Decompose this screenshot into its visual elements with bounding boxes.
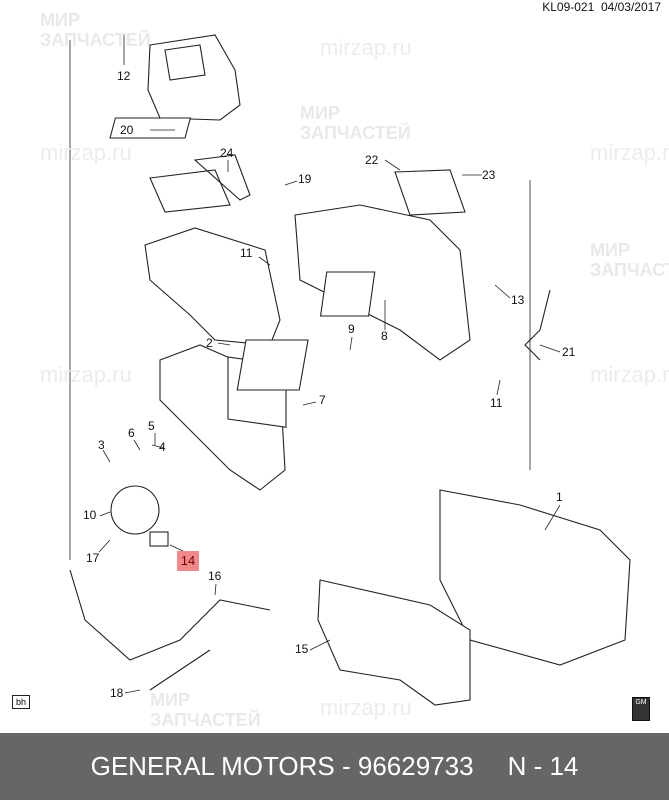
core-8 — [319, 271, 376, 317]
upper-case — [294, 204, 471, 361]
callout[interactable]: 11 — [240, 246, 253, 260]
callout[interactable]: 11 — [490, 396, 503, 410]
callout[interactable]: 18 — [110, 686, 124, 700]
filter-24 — [149, 169, 231, 213]
blower-case — [159, 344, 286, 491]
bh-badge: bh — [12, 695, 31, 709]
callout[interactable]: 5 — [148, 419, 155, 433]
blower-motor-10 — [110, 485, 160, 535]
callout[interactable]: 8 — [381, 329, 388, 343]
blower-housing-upper — [147, 34, 241, 121]
hvac-module-1 — [439, 489, 631, 666]
callout[interactable]: 13 — [511, 293, 525, 307]
duct-15 — [317, 579, 471, 706]
leader-lines — [69, 35, 561, 694]
callout-highlighted[interactable]: 14 — [177, 551, 199, 571]
callout[interactable]: 3 — [98, 438, 105, 452]
duct-22 — [394, 169, 466, 216]
callout[interactable]: 16 — [208, 569, 222, 583]
callout[interactable]: 9 — [348, 322, 355, 336]
callout[interactable]: 20 — [120, 123, 134, 137]
callout[interactable]: 1 — [556, 490, 563, 504]
callout[interactable]: 4 — [159, 440, 166, 454]
filter-frame-24 — [193, 154, 251, 201]
footer-page: N - 14 — [507, 751, 579, 781]
lower-case — [144, 227, 281, 346]
callout[interactable]: 15 — [295, 642, 309, 656]
callout[interactable]: 10 — [83, 508, 97, 522]
hvac-exploded-diagram — [69, 34, 631, 706]
actuator-21 — [524, 289, 551, 361]
callout[interactable]: 24 — [220, 146, 234, 160]
filter-20 — [109, 117, 192, 139]
footer-bar: GENERAL MOTORS - 96629733 N - 14 — [0, 733, 669, 800]
gm-logo: GM — [632, 697, 650, 721]
callout[interactable]: 12 — [117, 69, 131, 83]
callout[interactable]: 19 — [298, 172, 312, 186]
callout[interactable]: 23 — [482, 168, 496, 182]
footer-title: GENERAL MOTORS - 96629733 — [90, 751, 474, 781]
wiring-harness-16 — [69, 569, 271, 691]
callout[interactable]: 6 — [128, 426, 135, 440]
diagram-id: KL09-021 — [542, 0, 595, 14]
diagram-date: 04/03/2017 — [600, 0, 661, 14]
diagram-code: KL09-021 04/03/2017 — [542, 0, 661, 14]
heater-core-9 — [236, 339, 309, 391]
callout[interactable]: 17 — [86, 551, 100, 565]
resistor-14 — [149, 531, 169, 547]
callout[interactable]: 2 — [206, 336, 213, 350]
callout[interactable]: 7 — [319, 393, 326, 407]
callout[interactable]: 21 — [562, 345, 576, 359]
callout[interactable]: 22 — [365, 153, 379, 167]
